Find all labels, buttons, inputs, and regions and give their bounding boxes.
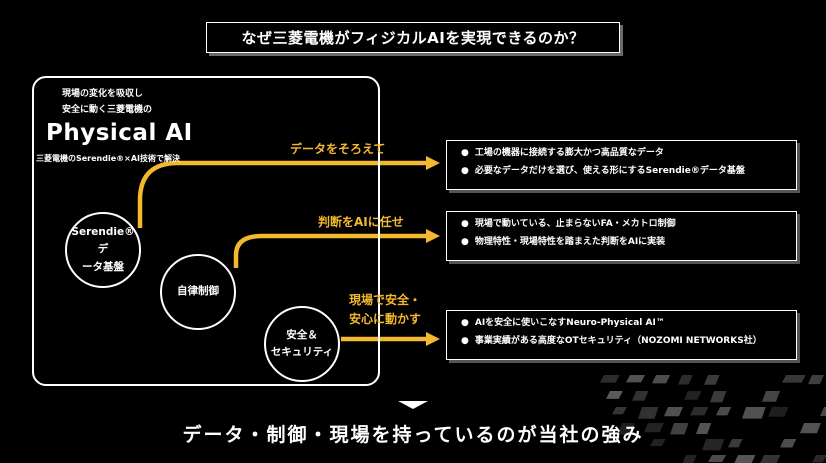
info-item-text: 物理特性・現場特性を踏まえた判断をAIに実装 xyxy=(474,237,666,247)
decorative-tile xyxy=(632,391,649,401)
info-item-text: 事業実績がある高度なOTセキュリティ（NOZOMI NETWORKS社） xyxy=(474,336,762,346)
decorative-tiles xyxy=(600,375,826,463)
decorative-tile xyxy=(728,439,743,448)
decorative-tile xyxy=(742,407,766,419)
arrow-label-line2: 安心に動かす xyxy=(349,311,422,326)
bullet-icon: ● xyxy=(461,237,469,247)
chevron-down-icon xyxy=(398,401,428,409)
bullet-icon: ● xyxy=(461,166,469,176)
decorative-tile xyxy=(664,407,683,417)
arrowhead-control xyxy=(426,229,440,243)
panel-subheading: 三菱電機のSerendie®×AI技術で解決 xyxy=(36,154,181,163)
info-box-data: ● 工場の機器に接続する膨大かつ高品質なデータ ● 必要なデータだけを選び、使える形… xyxy=(446,140,797,190)
physical-ai-panel xyxy=(32,76,380,386)
bullet-icon: ● xyxy=(461,148,469,158)
circle-label-line2: セキュリティ xyxy=(270,346,334,358)
bullet-icon: ● xyxy=(461,318,469,328)
info-item: ● 事業実績がある高度なOTセキュリティ（NOZOMI NETWORKS社） xyxy=(461,337,786,346)
info-item: ● 物理特性・現場特性を踏まえた判断をAIに実装 xyxy=(461,238,786,247)
decorative-tile xyxy=(716,407,732,416)
decorative-tile xyxy=(710,391,727,403)
decorative-tile xyxy=(780,439,797,448)
decorative-tile xyxy=(600,375,620,383)
circle-label-line1: Serendie®デ xyxy=(71,226,135,256)
info-item: ● 工場の機器に接続する膨大かつ高品質なデータ xyxy=(461,149,786,158)
decorative-tile xyxy=(734,455,756,463)
decorative-tile xyxy=(670,423,689,435)
page-title: なぜ三菱電機がフィジカルAIを実現できるのか？ xyxy=(206,22,620,53)
circle-safety-security: 安全＆ セキュリティ xyxy=(264,306,340,382)
info-item: ● AIを安全に使いこなすNeuro-Physical AI™ xyxy=(461,319,786,328)
decorative-tile xyxy=(650,439,666,447)
panel-intro-line1: 現場の変化を吸収し xyxy=(62,89,144,99)
decorative-tile xyxy=(800,423,821,434)
decorative-tile xyxy=(682,455,697,463)
decorative-tile xyxy=(652,375,671,384)
circle-autonomous-control: 自律制御 xyxy=(160,254,236,330)
decorative-tile xyxy=(762,391,781,402)
arrowhead-data xyxy=(426,156,440,170)
bullet-icon: ● xyxy=(461,336,469,346)
info-item-text: 現場で動いている、止まらないFA・メカトロ制御 xyxy=(474,219,676,229)
decorative-tile xyxy=(702,439,725,451)
decorative-tile xyxy=(644,423,664,433)
arrow-data xyxy=(137,160,430,228)
decorative-tile xyxy=(606,391,623,399)
bullet-icon: ● xyxy=(461,219,469,229)
decorative-tile xyxy=(678,375,693,385)
decorative-tile xyxy=(704,375,720,385)
decorative-tile xyxy=(808,375,824,385)
info-box-safety: ● AIを安全に使いこなすNeuro-Physical AI™ ● 事業実績がある高… xyxy=(446,310,797,360)
decorative-tile xyxy=(782,375,806,383)
decorative-tile xyxy=(618,423,635,435)
conclusion-text: データ・制御・現場を持っているのが当社の強み xyxy=(182,424,644,446)
decorative-tile xyxy=(760,455,781,463)
decorative-tile xyxy=(820,407,826,416)
decorative-tile xyxy=(708,455,727,463)
info-item-text: 必要なデータだけを選び、使える形にするSerendie®データ基盤 xyxy=(474,166,745,176)
decorative-tile xyxy=(696,423,712,434)
decorative-tile xyxy=(612,407,627,415)
arrow-label-safety: 現場で安全・ 安心に動かす xyxy=(349,291,421,328)
circle-label-line1: 安全＆ xyxy=(286,328,318,341)
arrow-label-data: データをそろえて xyxy=(290,142,386,156)
info-item-text: AIを安全に使いこなすNeuro-Physical AI™ xyxy=(474,318,665,328)
info-item: ● 現場で動いている、止まらないFA・メカトロ制御 xyxy=(461,220,786,229)
decorative-tile xyxy=(638,407,659,419)
arrow-control xyxy=(233,233,430,268)
panel-intro-line2: 安全に動く三菱電機の xyxy=(62,105,153,115)
arrow-label-line1: 現場で安全・ xyxy=(349,293,422,307)
decorative-tile xyxy=(812,455,826,463)
decorative-tile xyxy=(690,407,709,416)
panel-heading: Physical AI xyxy=(46,120,193,146)
arrow-label-control: 判断をAIに任せ xyxy=(318,215,404,229)
decorative-tile xyxy=(626,375,646,383)
info-item-text: 工場の機器に接続する膨大かつ高品質なデータ xyxy=(474,148,664,158)
info-item: ● 必要なデータだけを選び、使える形にするSerendie®データ基盤 xyxy=(461,167,786,176)
arrowhead-safety xyxy=(426,332,440,346)
circle-data-platform: Serendie®データ基盤 xyxy=(65,212,141,288)
decorative-tile xyxy=(684,391,702,400)
circle-label-line1: 自律制御 xyxy=(177,285,219,298)
decorative-tile xyxy=(768,407,789,417)
info-box-control: ● 現場で動いている、止まらないFA・メカトロ制御 ● 物理特性・現場特性を踏まえた… xyxy=(446,211,797,261)
circle-label-line2: ータ基盤 xyxy=(82,260,124,273)
